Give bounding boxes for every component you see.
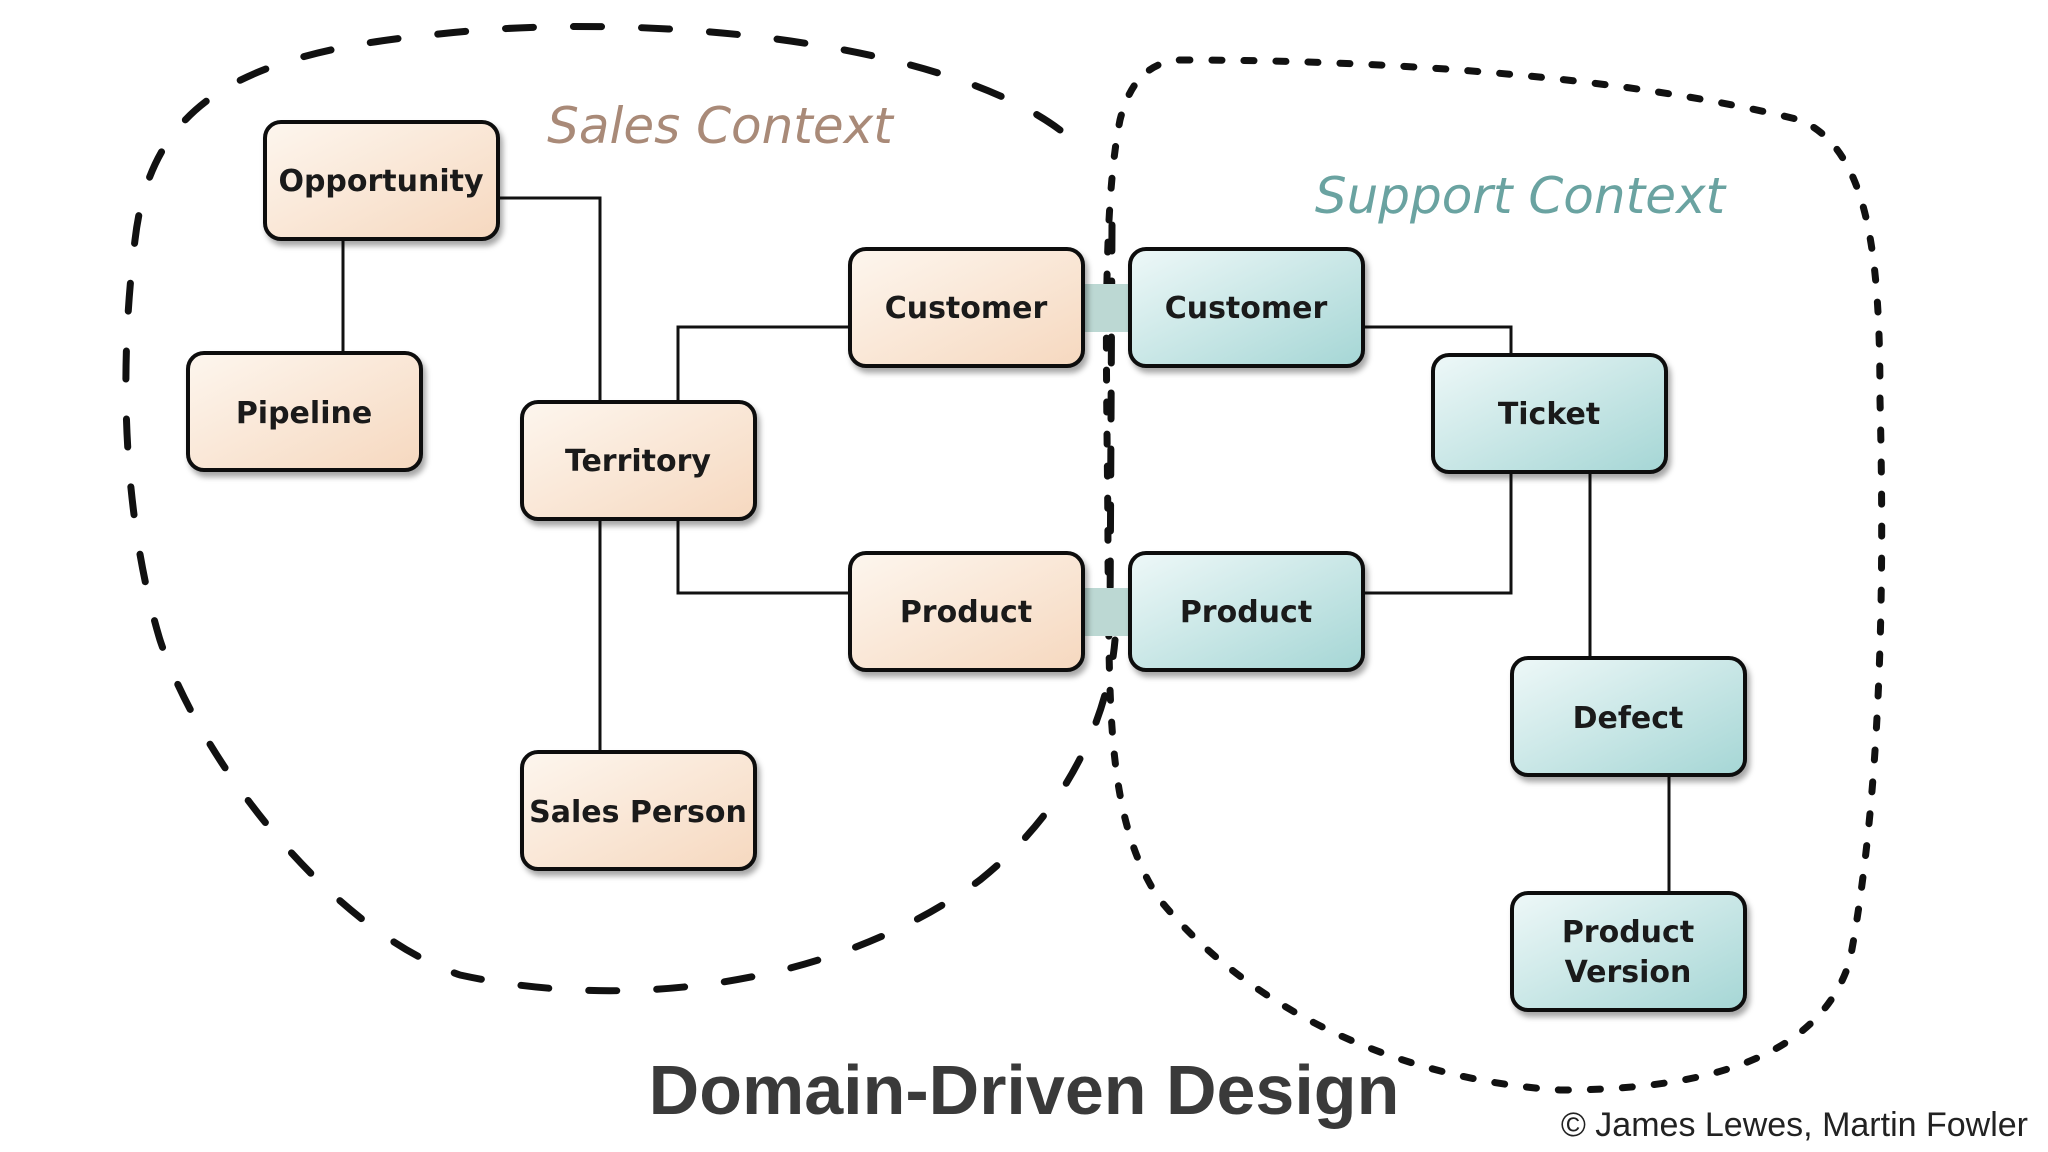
product-shared-bridge [1080,588,1132,636]
node-support-product-label: Product [1180,595,1312,630]
node-support-customer-label: Customer [1165,291,1328,326]
node-product-version-label-line1: Product [1562,915,1694,950]
node-pipeline[interactable]: Pipeline [186,351,423,472]
node-sales-product[interactable]: Product [848,551,1085,672]
node-product-version-label-line2: Version [1565,955,1692,990]
edge-territory-customer [676,325,853,402]
sales-context-boundary [122,23,1119,995]
slide-title: Domain-Driven Design [648,1051,1400,1129]
node-support-product[interactable]: Product [1128,551,1365,672]
edge-territory-product [676,519,853,595]
connectors [341,196,1671,893]
node-sales-customer[interactable]: Customer [848,247,1085,368]
node-sales-person-label: Sales Person [529,795,747,830]
node-defect-label: Defect [1573,701,1684,736]
node-ticket[interactable]: Ticket [1431,353,1668,474]
sales-context-label: Sales Context [547,97,895,155]
node-product-version[interactable]: Product Version [1510,891,1747,1012]
node-sales-customer-label: Customer [885,291,1048,326]
node-defect[interactable]: Defect [1510,656,1747,777]
node-territory-label: Territory [565,444,711,479]
support-context-label: Support Context [1315,167,1728,225]
node-ticket-label: Ticket [1498,397,1600,432]
node-territory[interactable]: Territory [520,400,757,521]
copyright-credit: © James Lewes, Martin Fowler [1560,1106,2028,1144]
node-pipeline-label: Pipeline [236,396,372,431]
edge-opportunity-territory [498,196,602,402]
node-sales-product-label: Product [900,595,1032,630]
customer-shared-bridge [1080,284,1132,332]
edge-product-ticket [1363,472,1513,595]
node-opportunity-label: Opportunity [278,164,484,199]
support-context-boundary [1102,56,1886,1094]
node-opportunity[interactable]: Opportunity [263,120,500,241]
edge-customer-ticket [1363,325,1513,355]
node-sales-person[interactable]: Sales Person [520,750,757,871]
node-support-customer[interactable]: Customer [1128,247,1365,368]
